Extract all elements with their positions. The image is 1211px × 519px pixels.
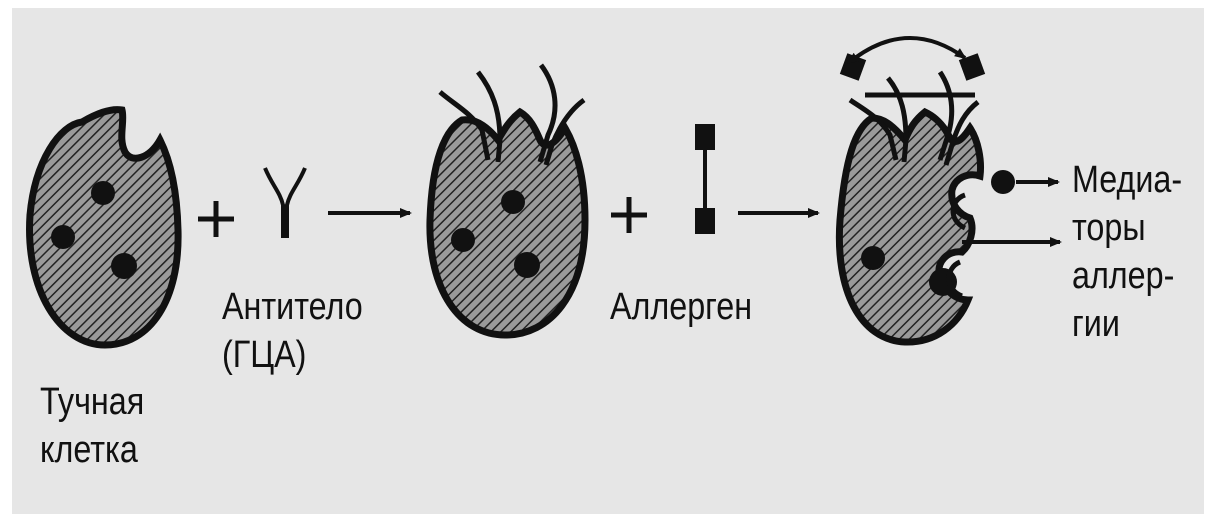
- allergen-label-text: Аллерген: [610, 283, 752, 331]
- granule: [501, 190, 525, 214]
- granule: [111, 253, 137, 279]
- released-granule: [991, 170, 1015, 194]
- antibody-label-line-1: Антитело: [222, 283, 363, 331]
- mast-cell-label-line-2: клетка: [40, 426, 144, 474]
- mast-cell-2: [430, 65, 585, 335]
- granule: [51, 225, 75, 249]
- mast-cell-label: Тучная клетка: [40, 378, 144, 474]
- mast-cell-1: [30, 110, 179, 345]
- allergen-label: Аллерген: [610, 283, 752, 331]
- mediators-label-line-4: гии: [1072, 300, 1182, 348]
- mast-cell-label-line-1: Тучная: [40, 378, 144, 426]
- mediators-label-line-2: торы: [1072, 204, 1182, 252]
- allergen-icon: [695, 124, 715, 234]
- antibody-label-line-2: (ГЦА): [222, 331, 363, 379]
- mediators-label-line-1: Медиа-: [1072, 156, 1182, 204]
- mediators-label-line-3: аллер-: [1072, 252, 1182, 300]
- granule: [861, 246, 885, 270]
- antibody-label: Антитело (ГЦА): [222, 283, 363, 379]
- mast-cell-3: [839, 38, 985, 342]
- crosslink-arc: [855, 38, 965, 58]
- granule: [451, 228, 475, 252]
- antibody-icon: [265, 168, 305, 238]
- allergen-on-cell: [840, 53, 866, 81]
- mediator-release: [962, 170, 1060, 242]
- granule: [91, 181, 115, 205]
- granule: [514, 252, 540, 278]
- plus-sign-2: [611, 197, 647, 233]
- plus-sign-1: [198, 201, 234, 237]
- mediators-label: Медиа- торы аллер- гии: [1072, 156, 1182, 348]
